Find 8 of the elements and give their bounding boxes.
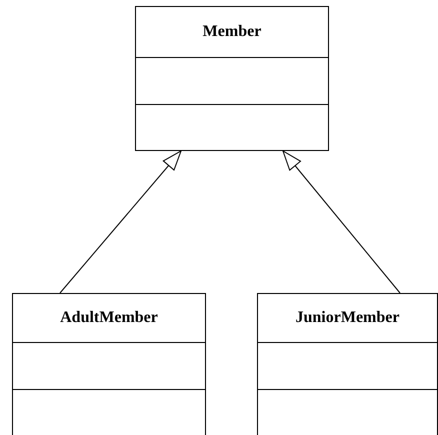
generalization-arrow (60, 150, 182, 294)
class-name: AdultMember (60, 309, 158, 327)
class-box (257, 293, 438, 435)
class-name: Member (202, 23, 262, 41)
class-name: JuniorMember (296, 309, 400, 327)
generalization-arrow (282, 150, 400, 294)
class-box (135, 6, 329, 151)
class-box (12, 293, 206, 435)
